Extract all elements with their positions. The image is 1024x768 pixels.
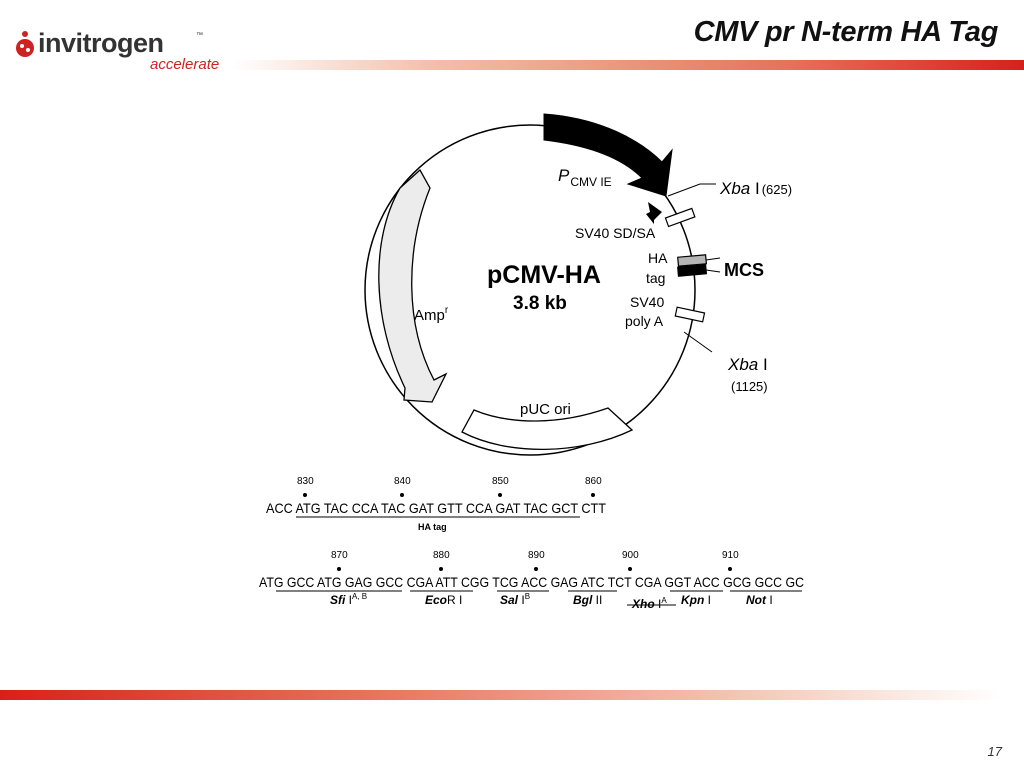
enzyme-label-sfi: Sfi IA, B xyxy=(330,592,367,607)
logo-trademark: ™ xyxy=(196,32,203,39)
promoter-label: PCMV IE xyxy=(558,166,612,189)
logo-wordmark: invitrogen xyxy=(38,28,164,58)
tick-dot xyxy=(728,567,732,571)
tick-label: 870 xyxy=(331,550,348,561)
enzyme-label-noti: Not I xyxy=(746,593,773,607)
ha-tag-label-line1: HA xyxy=(648,250,668,266)
xba-1125-leader xyxy=(683,331,713,353)
tick-label: 840 xyxy=(394,476,411,487)
mcs-label: MCS xyxy=(724,260,764,280)
tick-label: 850 xyxy=(492,476,509,487)
mcs-leader-1 xyxy=(705,257,721,261)
plasmid-backbone xyxy=(364,124,696,456)
footer-accent-bar xyxy=(0,690,1000,700)
xba-1125-label: Xba I xyxy=(727,355,768,374)
amp-resistance-arrow xyxy=(378,168,448,403)
ha-tag-box xyxy=(677,254,708,267)
invitrogen-logo: invitrogen ™ accelerate xyxy=(14,26,234,76)
puc-ori-segment xyxy=(461,407,634,451)
cmv-promoter-arrow xyxy=(543,113,673,197)
sv40-polya-label-line2: poly A xyxy=(625,313,664,329)
xba-625-leader xyxy=(667,183,716,197)
tick-dot xyxy=(439,567,443,571)
xba-1125-position: (1125) xyxy=(731,379,768,394)
tick-label: 910 xyxy=(722,550,739,561)
logo-flask-icon xyxy=(16,31,34,57)
tick-dot xyxy=(400,493,404,497)
sv40-polya-box xyxy=(674,306,706,323)
tick-label: 900 xyxy=(622,550,639,561)
xba-625-label: Xba I(625) xyxy=(719,179,792,198)
plasmid-size: 3.8 kb xyxy=(513,293,567,314)
ha-tag-label-line2: tag xyxy=(646,270,665,286)
sequence-row-1: 830 840 850 860 ACC ATG TAC CCA TAC GAT … xyxy=(266,476,606,532)
tick-label: 890 xyxy=(528,550,545,561)
puc-ori-label: pUC ori xyxy=(520,401,571,418)
logo-tagline: accelerate xyxy=(150,56,220,73)
tick-label: 860 xyxy=(585,476,602,487)
sequence-text-row-2: ATG GCC ATG GAG GCC CGA ATT CGG TCG ACC … xyxy=(259,574,804,590)
tick-dot xyxy=(303,493,307,497)
tick-dot xyxy=(498,493,502,497)
mcs-box xyxy=(677,264,708,277)
enzyme-label-ecori: EcoR I xyxy=(425,593,462,607)
tick-dot xyxy=(534,567,538,571)
tick-dot xyxy=(591,493,595,497)
tick-label: 830 xyxy=(297,476,314,487)
tick-label: 880 xyxy=(433,550,450,561)
mcs-leader-2 xyxy=(705,269,721,273)
enzyme-label-sali: Sal IB xyxy=(500,592,530,607)
sequence-row-2: 870 880 890 900 910 ATG GCC ATG GAG GCC … xyxy=(259,550,804,611)
enzyme-label-xhoi: Xho IA xyxy=(631,596,667,611)
enzyme-label-bglii: Bgl II xyxy=(573,593,602,607)
transcription-start-arrow xyxy=(646,202,662,224)
page-number: 17 xyxy=(987,744,1002,759)
sv40-sdsa-label: SV40 SD/SA xyxy=(575,225,656,241)
sequence-text-row-1: ACC ATG TAC CCA TAC GAT GTT CCA GAT TAC … xyxy=(266,500,606,516)
tick-dot xyxy=(628,567,632,571)
header-accent-bar xyxy=(232,60,1024,70)
amp-label: Ampr xyxy=(414,305,449,324)
plasmid-name: pCMV-HA xyxy=(487,261,601,289)
ha-tag-seq-label: HA tag xyxy=(418,522,447,532)
sv40-polya-label-line1: SV40 xyxy=(630,294,664,310)
sv40-sdsa-box xyxy=(664,207,696,228)
tick-dot xyxy=(337,567,341,571)
enzyme-label-kpni: Kpn I xyxy=(681,593,711,607)
slide-title: CMV pr N-term HA Tag xyxy=(693,16,999,48)
